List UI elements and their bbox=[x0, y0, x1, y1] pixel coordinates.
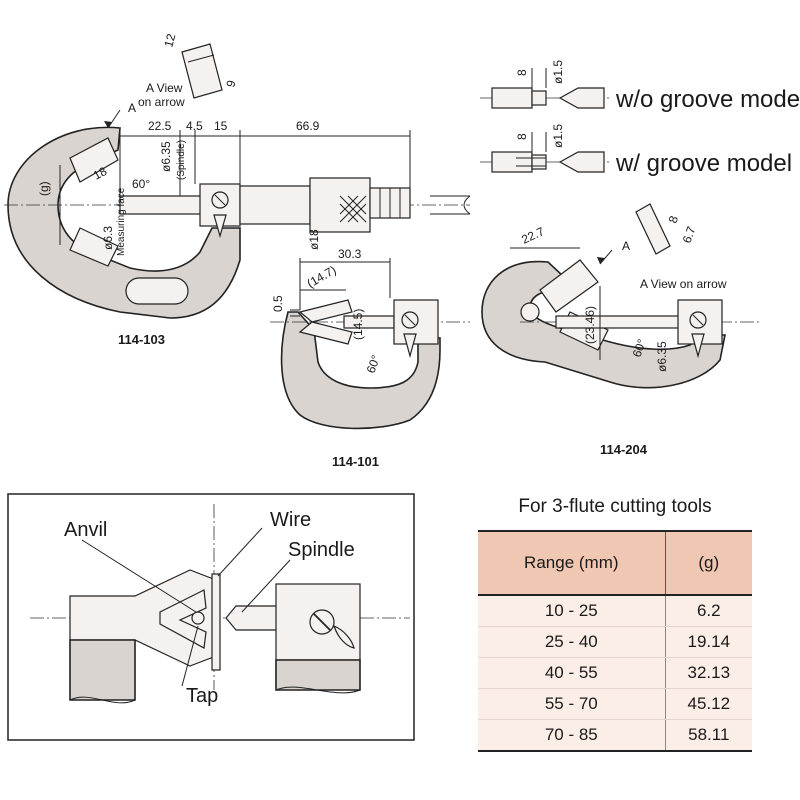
cell-range: 70 - 85 bbox=[478, 719, 666, 752]
label-with-groove: w/ groove model bbox=[615, 150, 792, 177]
micrometer-114-204-drawing: 22.7 8 6.7 A A View on arrow (23.46) 60°… bbox=[481, 203, 760, 457]
spindle-114-204 bbox=[555, 315, 681, 329]
label-without-groove: w/o groove model bbox=[615, 86, 800, 113]
dim-23-46: (23.46) bbox=[583, 306, 597, 344]
cell-range: 40 - 55 bbox=[478, 657, 666, 689]
upper-anvil-114-204 bbox=[539, 259, 599, 313]
callout-wire: Wire bbox=[270, 509, 311, 531]
dim-66-9: 66.9 bbox=[296, 119, 320, 133]
dim-0-5: 0.5 bbox=[271, 295, 285, 312]
angle-60: 60° bbox=[132, 177, 150, 191]
upper-anvil bbox=[69, 137, 119, 183]
lower-anvil bbox=[69, 227, 119, 267]
sleeve bbox=[239, 185, 311, 225]
measuring-face-label: Measuring face bbox=[116, 187, 127, 256]
gauge-table: Range (mm) (g) 10 - 25 6.2 25 - 40 19.14… bbox=[478, 530, 752, 752]
table-row: 40 - 55 32.13 bbox=[478, 657, 752, 689]
dim-phi-18: ø18 bbox=[307, 229, 321, 250]
dim-6-7: 6.7 bbox=[680, 224, 699, 245]
view-label-line2: on arrow bbox=[138, 95, 185, 109]
arrow-letter-a-114-204: A bbox=[622, 239, 630, 253]
table-row: 25 - 40 19.14 bbox=[478, 626, 752, 658]
anvil-body bbox=[69, 639, 136, 701]
table-row: 55 - 70 45.12 bbox=[478, 688, 752, 720]
dim-4-5: 4.5 bbox=[186, 119, 203, 133]
spindle-tip-with-groove bbox=[558, 151, 605, 173]
a-view-anvil-inset-114-204 bbox=[635, 203, 671, 255]
dim-30-3: 30.3 bbox=[338, 247, 362, 261]
table-title: For 3-flute cutting tools bbox=[518, 496, 712, 517]
frame-window bbox=[125, 277, 189, 305]
lower-blade bbox=[298, 321, 353, 345]
groove-models-inset: 8 ø1.5 w/o groove model 8 ø1.5 w/ groove… bbox=[480, 60, 800, 177]
dim-8-114-204: 8 bbox=[666, 214, 682, 225]
dim-phi-6-35-114-204: ø6.35 bbox=[655, 341, 669, 372]
tap-section bbox=[191, 611, 205, 625]
model-label-114-101: 114-101 bbox=[332, 454, 379, 469]
view-label-114-204: A View on arrow bbox=[640, 277, 727, 291]
cell-g: 58.11 bbox=[664, 719, 752, 752]
dim-9: 9 bbox=[223, 78, 238, 88]
spindle bbox=[119, 195, 205, 215]
groove-dim-1-5-b: ø1.5 bbox=[551, 124, 565, 148]
header-range: Range (mm) bbox=[478, 530, 666, 596]
dim-phi-6-35: ø6.35 bbox=[159, 141, 173, 172]
cell-g: 6.2 bbox=[664, 595, 752, 627]
callout-anvil: Anvil bbox=[64, 519, 107, 541]
anvil-without-groove bbox=[491, 87, 533, 109]
dim-14-7: (14.7) bbox=[305, 263, 339, 291]
thimble bbox=[309, 177, 371, 233]
model-label-114-204: 114-204 bbox=[600, 442, 648, 457]
frame-114-103 bbox=[7, 126, 241, 319]
groove-dim-8-b: 8 bbox=[515, 133, 529, 140]
thimble-knurl bbox=[339, 195, 367, 223]
groove-dim-8-a: 8 bbox=[515, 69, 529, 76]
dim-15: 15 bbox=[214, 119, 228, 133]
cell-g: 45.12 bbox=[664, 688, 752, 720]
dim-22-7: 22.7 bbox=[519, 224, 546, 247]
table-row: 10 - 25 6.2 bbox=[478, 595, 752, 627]
cell-range: 55 - 70 bbox=[478, 688, 666, 720]
dim-g: (g) bbox=[37, 181, 51, 196]
dim-14-5: (14.5) bbox=[351, 309, 365, 340]
a-view-anvil-inset bbox=[181, 43, 223, 99]
view-label-line1: A View bbox=[146, 81, 183, 95]
table-row: 70 - 85 58.11 bbox=[478, 719, 752, 752]
cell-g: 19.14 bbox=[664, 626, 752, 658]
dim-phi-6-3: ø6.3 bbox=[101, 226, 115, 250]
micrometer-114-103-drawing: 12 9 A View on arrow A 22.5 4.5 15 66.9 … bbox=[4, 32, 471, 347]
frame-114-101 bbox=[280, 311, 441, 430]
anvil-with-groove bbox=[491, 151, 533, 173]
cell-g: 32.13 bbox=[664, 657, 752, 689]
callout-tap: Tap bbox=[186, 685, 218, 707]
callout-spindle: Spindle bbox=[288, 539, 355, 561]
wire bbox=[211, 573, 221, 671]
spindle-tip-without-groove bbox=[558, 87, 605, 109]
spindle-tip-detail bbox=[225, 605, 279, 631]
spindle-note: (Spindle) bbox=[176, 140, 187, 180]
groove-dim-1-5-a: ø1.5 bbox=[551, 60, 565, 84]
cell-range: 10 - 25 bbox=[478, 595, 666, 627]
spindle-body bbox=[275, 659, 361, 691]
measurement-detail-box: Anvil Wire Spindle Tap bbox=[7, 493, 415, 741]
dim-12: 12 bbox=[161, 32, 178, 49]
model-label-114-103: 114-103 bbox=[118, 332, 165, 347]
arrow-letter-a: A bbox=[128, 101, 136, 115]
angle-60-114-101: 60° bbox=[364, 353, 383, 375]
header-g: (g) bbox=[664, 530, 752, 596]
upper-blade bbox=[298, 299, 353, 323]
dim-18: 18 bbox=[91, 164, 110, 183]
table-header-row: Range (mm) (g) bbox=[478, 530, 752, 596]
anvil-tip bbox=[159, 589, 207, 649]
dim-22-5: 22.5 bbox=[148, 119, 172, 133]
micrometer-114-101-drawing: 30.3 (14.7) 0.5 (14.5) 60° 114-101 bbox=[270, 247, 470, 469]
angle-60-114-204: 60° bbox=[630, 337, 649, 359]
cell-range: 25 - 40 bbox=[478, 626, 666, 658]
